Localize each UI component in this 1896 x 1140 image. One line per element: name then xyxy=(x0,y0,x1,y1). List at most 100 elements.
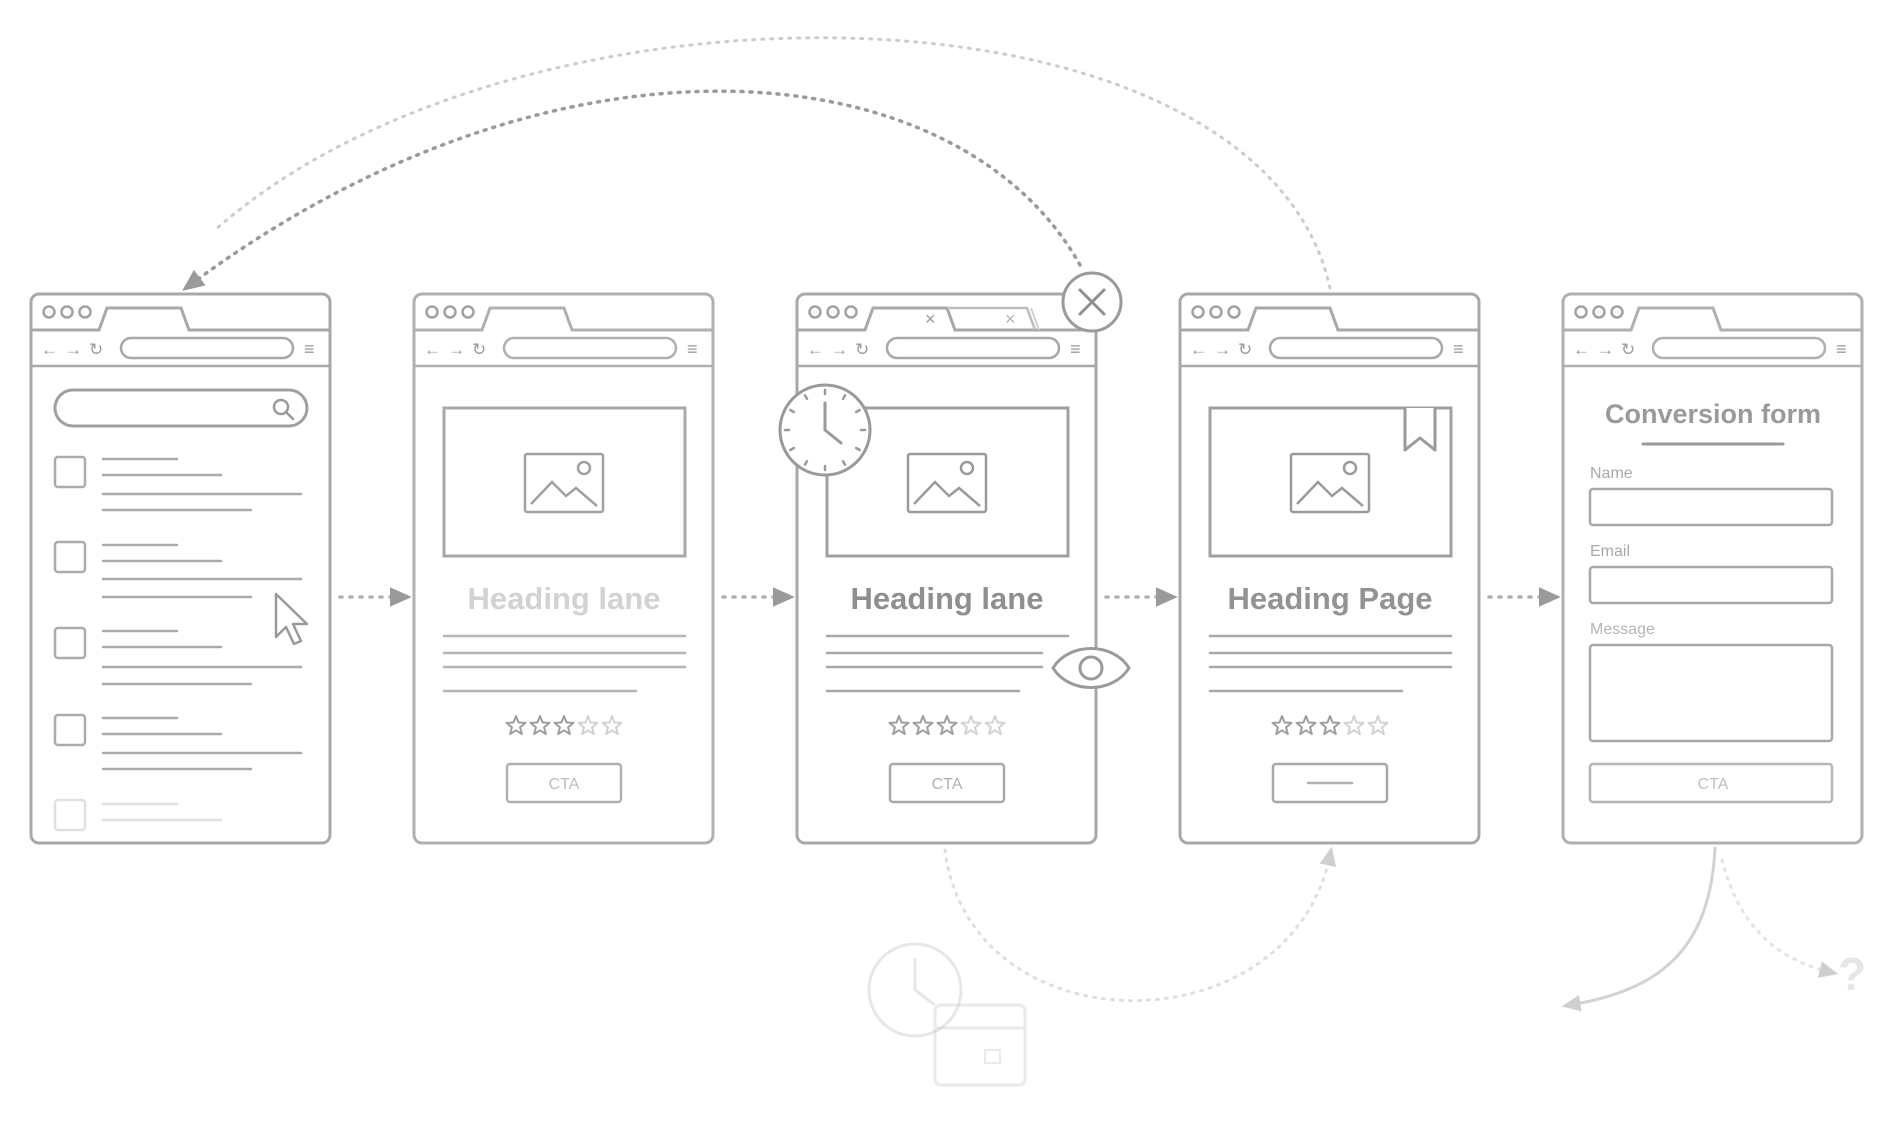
email-field[interactable] xyxy=(1588,565,1834,605)
result-list xyxy=(53,455,303,771)
star-rating xyxy=(505,715,623,736)
clock-tick xyxy=(803,459,809,466)
email-field-label: Email xyxy=(1590,543,1630,560)
menu-icon[interactable]: ≡ xyxy=(1453,339,1464,359)
cta-button[interactable] xyxy=(888,762,1006,804)
back-icon[interactable]: ← xyxy=(807,340,824,359)
reload-icon[interactable]: ↻ xyxy=(1238,340,1252,359)
cta-label: CTA xyxy=(932,776,963,793)
star-empty-icon xyxy=(984,715,1006,736)
star-rating xyxy=(1271,715,1389,736)
address-bar[interactable] xyxy=(502,336,678,360)
star-filled-icon xyxy=(529,715,551,736)
clock-tick xyxy=(789,408,796,414)
cta-button[interactable] xyxy=(1588,762,1834,804)
search-input[interactable] xyxy=(53,388,309,428)
screen-conversion-form: ← → ↻ ≡ Conversion form Name Email Messa… xyxy=(1561,292,1864,845)
screen-search-results: ← → ↻ ≡ xyxy=(29,292,332,845)
body-text-lines xyxy=(825,634,1070,693)
image-placeholder-icon xyxy=(906,452,988,514)
screen-landing-2: × × ← → ↻ ≡ Heading lane CTA xyxy=(795,292,1098,845)
message-field[interactable] xyxy=(1588,643,1834,743)
hero-image xyxy=(1208,406,1453,558)
menu-icon[interactable]: ≡ xyxy=(687,339,698,359)
cursor-icon xyxy=(274,592,309,646)
forward-icon[interactable]: → xyxy=(1597,340,1614,359)
menu-icon[interactable]: ≡ xyxy=(1070,339,1081,359)
result-checkbox[interactable] xyxy=(53,713,87,747)
star-empty-icon xyxy=(960,715,982,736)
back-icon[interactable]: ← xyxy=(1190,340,1207,359)
cta-label: CTA xyxy=(1698,776,1729,793)
image-placeholder-icon xyxy=(523,452,605,514)
result-checkbox[interactable] xyxy=(53,540,87,574)
star-filled-icon xyxy=(1319,715,1341,736)
screen-landing-1: ← → ↻ ≡ Heading lane CTA xyxy=(412,292,715,845)
star-filled-icon xyxy=(888,715,910,736)
page-heading: Heading lane xyxy=(851,581,1044,616)
address-bar[interactable] xyxy=(1651,336,1827,360)
lower-loop-arc xyxy=(943,846,1337,1002)
forward-icon[interactable]: → xyxy=(831,340,848,359)
reload-icon[interactable]: ↻ xyxy=(1621,340,1635,359)
hero-image xyxy=(442,406,687,558)
star-rating xyxy=(888,715,1006,736)
page-heading: Heading lane xyxy=(468,581,661,616)
result-checkbox[interactable] xyxy=(53,626,87,660)
address-bar[interactable] xyxy=(119,336,295,360)
clock-tick xyxy=(841,394,847,401)
reload-icon[interactable]: ↻ xyxy=(89,340,103,359)
star-empty-icon xyxy=(577,715,599,736)
star-filled-icon xyxy=(1295,715,1317,736)
form-title: Conversion form xyxy=(1605,399,1821,429)
result-checkbox[interactable] xyxy=(53,455,87,489)
clock-tick xyxy=(854,446,861,452)
star-empty-icon xyxy=(601,715,623,736)
address-bar[interactable] xyxy=(1268,336,1444,360)
eye-icon xyxy=(1051,647,1131,689)
menu-icon[interactable]: ≡ xyxy=(304,339,315,359)
body-text-lines xyxy=(1208,634,1453,693)
star-filled-icon xyxy=(553,715,575,736)
clock-tick xyxy=(841,459,847,466)
menu-icon[interactable]: ≡ xyxy=(1836,339,1847,359)
cta-button[interactable] xyxy=(1271,762,1389,804)
result-row-faded xyxy=(53,798,223,832)
name-field[interactable] xyxy=(1588,487,1834,527)
close-tab-icon[interactable]: × xyxy=(925,309,936,329)
close-circle-icon[interactable] xyxy=(1061,271,1123,333)
search-icon[interactable] xyxy=(272,398,295,421)
page-heading: Heading Page xyxy=(1228,581,1433,616)
clock-tick xyxy=(789,446,796,452)
cta-button[interactable] xyxy=(505,762,623,804)
address-bar[interactable] xyxy=(885,336,1061,360)
forward-icon[interactable]: → xyxy=(448,340,465,359)
faded-calendar-icon xyxy=(933,1003,1027,1087)
back-icon[interactable]: ← xyxy=(1573,340,1590,359)
cta-label: CTA xyxy=(549,776,580,793)
reload-icon[interactable]: ↻ xyxy=(472,340,486,359)
screen-product-page: ← → ↻ ≡ Heading Page xyxy=(1178,292,1481,845)
star-empty-icon xyxy=(1367,715,1389,736)
star-empty-icon xyxy=(1343,715,1365,736)
forward-icon[interactable]: → xyxy=(65,340,82,359)
clock-tick xyxy=(803,394,809,401)
star-filled-icon xyxy=(505,715,527,736)
body-text-lines xyxy=(442,634,687,693)
browser-tab-2[interactable] xyxy=(947,306,1037,331)
message-field-label: Message xyxy=(1590,621,1655,638)
forward-icon[interactable]: → xyxy=(1214,340,1231,359)
back-icon[interactable]: ← xyxy=(424,340,441,359)
return-arc-outer xyxy=(213,36,1332,290)
hero-image xyxy=(825,406,1070,558)
back-icon[interactable]: ← xyxy=(41,340,58,359)
reload-icon[interactable]: ↻ xyxy=(855,340,869,359)
close-tab-icon[interactable]: × xyxy=(1005,309,1016,329)
image-placeholder-icon xyxy=(1289,452,1371,514)
bookmark-icon[interactable] xyxy=(1403,408,1437,452)
faded-clock-icon xyxy=(867,942,963,1038)
clock-icon xyxy=(778,383,872,477)
name-field-label: Name xyxy=(1590,465,1633,482)
star-filled-icon xyxy=(1271,715,1293,736)
